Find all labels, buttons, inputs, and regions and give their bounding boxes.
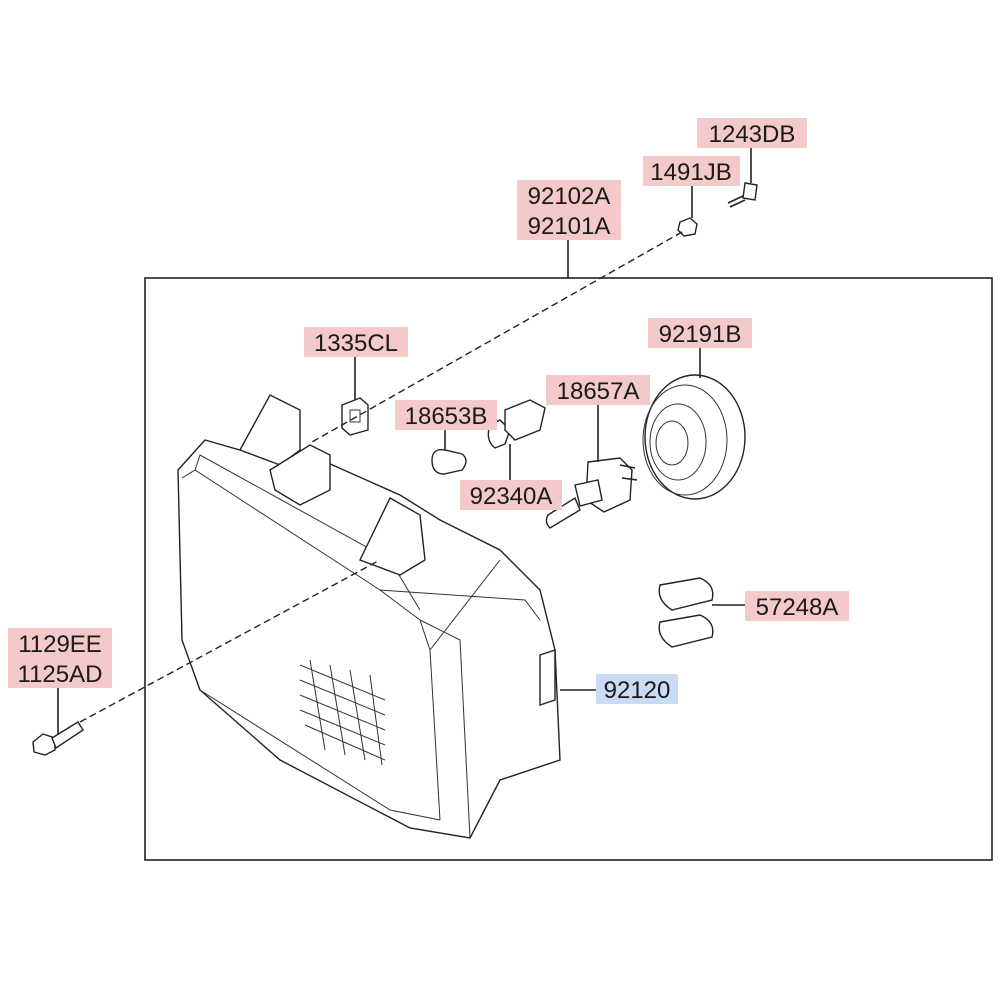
socket-part [487, 399, 546, 449]
callout-label: 92120 [604, 677, 671, 704]
callout-1129ee: 1129EE [8, 628, 112, 658]
callout-label: 1335CL [314, 330, 398, 357]
callout-label: 57248A [756, 594, 839, 621]
boot-part [658, 577, 714, 648]
callout-label: 92340A [470, 483, 553, 510]
callout-label: 92102A [528, 183, 611, 210]
callout-label: 92101A [528, 213, 611, 240]
callout-18653b: 18653B [395, 400, 497, 430]
callout-92191b: 92191B [648, 318, 752, 348]
callout-92101a: 92101A [517, 210, 621, 240]
callout-1335cl: 1335CL [304, 327, 408, 357]
callout-18657a: 18657A [546, 375, 650, 405]
bolt-part [32, 721, 84, 756]
callout-92340a: 92340A [460, 480, 562, 510]
callout-1125ad: 1125AD [8, 658, 112, 688]
callout-1491jb: 1491JB [643, 156, 740, 186]
callout-label: 1125AD [18, 661, 103, 688]
side-bulb-part [431, 449, 467, 475]
callout-92102a: 92102A [517, 180, 621, 210]
callout-label: 1491JB [650, 159, 731, 186]
callout-1243db: 1243DB [697, 118, 807, 148]
callout-57248a: 57248A [745, 591, 849, 621]
dust-cap-part [642, 374, 746, 500]
callout-label: 1129EE [18, 631, 102, 658]
callout-label: 18657A [557, 378, 640, 405]
lens-pattern [299, 659, 386, 766]
screw-part [727, 182, 758, 208]
headlamp-assembly [177, 394, 561, 839]
callout-label: 18653B [405, 403, 488, 430]
callout-label: 1243DB [709, 121, 796, 148]
leader-lines [57, 148, 752, 735]
callout-92120: 92120 [596, 674, 678, 704]
callout-label: 92191B [659, 321, 742, 348]
nut-part [677, 217, 698, 237]
clip-part [341, 397, 369, 436]
headlamp-bulb-part [545, 457, 638, 529]
